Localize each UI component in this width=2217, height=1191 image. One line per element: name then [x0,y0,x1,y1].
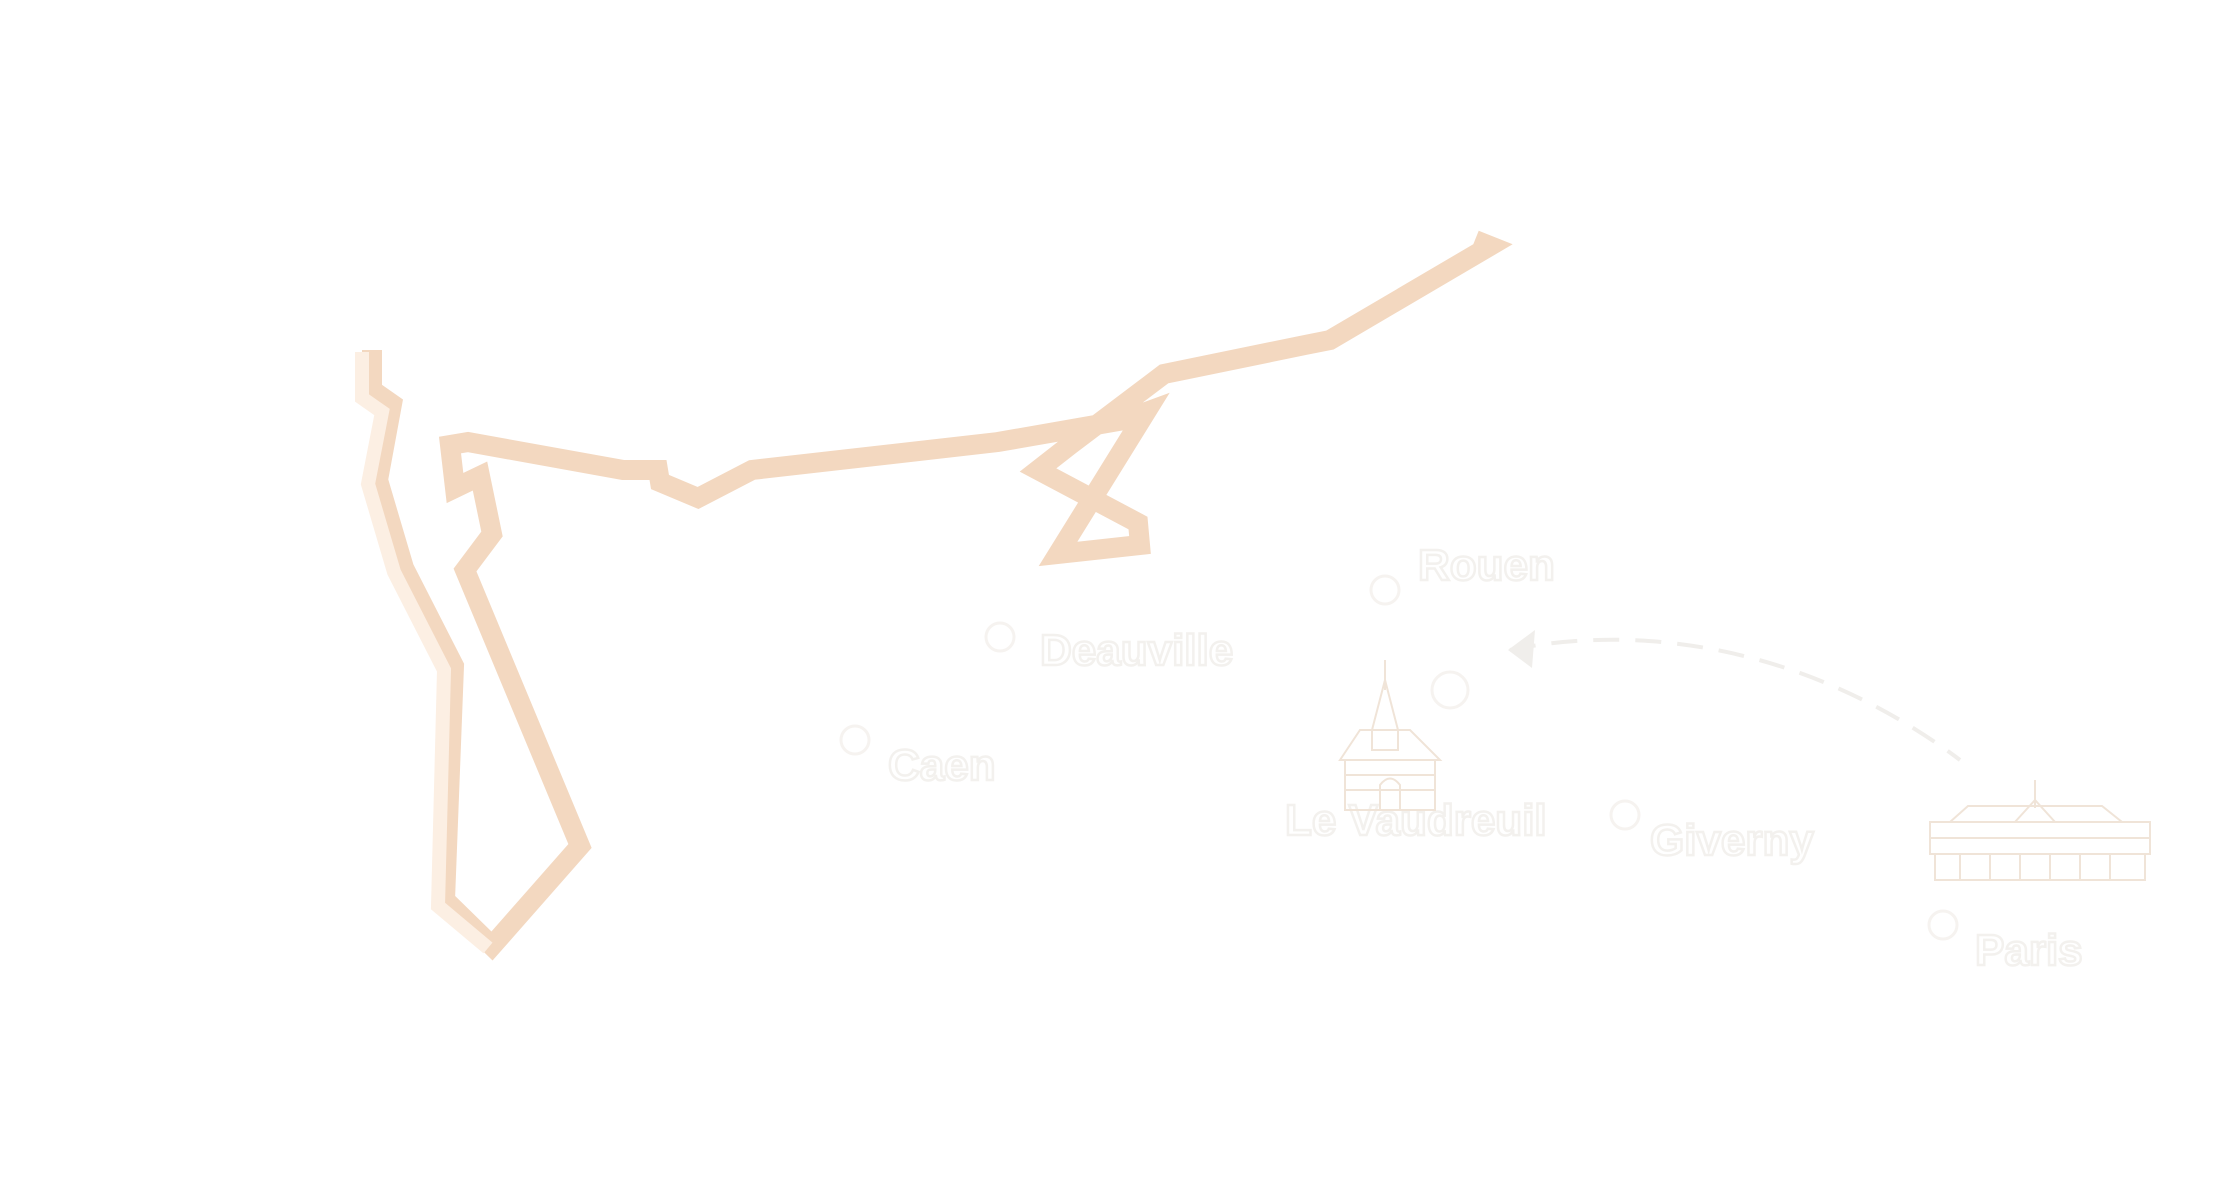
city-labels: Rouen Deauville Caen Le Vaudreuil Givern… [887,540,2084,977]
chateau-illustration-icon [1929,780,2151,881]
coastline [355,230,1513,961]
city-label-giverny: Giverny [1650,816,1814,865]
coastline-stroke [355,352,493,954]
route-path [1509,637,1962,762]
route [1508,630,1962,762]
city-marker-caen[interactable] [839,724,871,756]
city-marker-deauville[interactable] [984,621,1016,653]
city-marker-paris[interactable] [1927,909,1959,941]
route-arrowhead [1508,630,1535,668]
church-illustration-icon [1338,660,1443,811]
city-marker-rouen[interactable] [1369,574,1401,606]
city-label-caen: Caen [888,741,996,790]
city-marker-le-vaudreuil[interactable] [1430,670,1470,710]
city-label-deauville: Deauville [1040,626,1233,675]
city-label-le-vaudreuil: Le Vaudreuil [1285,796,1547,845]
city-label-rouen: Rouen [1418,541,1555,590]
city-marker-giverny[interactable] [1609,799,1641,831]
city-markers [839,574,1959,941]
coastline-shadow [362,230,1513,961]
city-label-paris: Paris [1975,926,2083,975]
